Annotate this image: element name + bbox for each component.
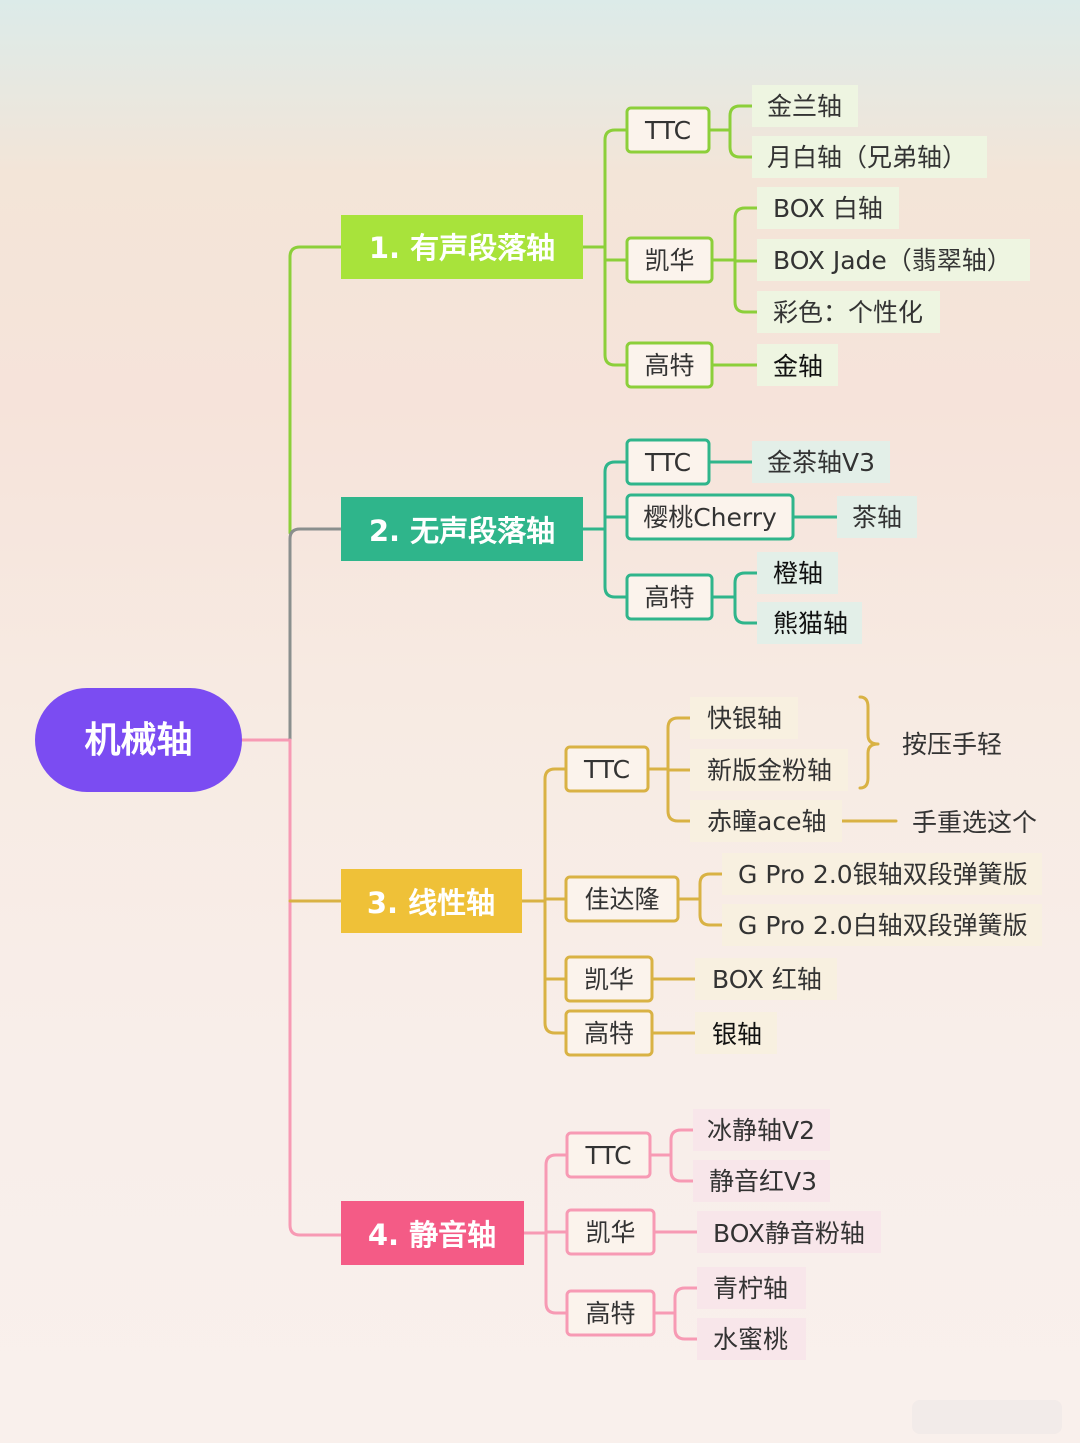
leaf-label: 新版金粉轴: [707, 756, 832, 785]
leaf-node: [757, 187, 899, 229]
leaf-node: [690, 749, 848, 791]
leaf-label: 金茶轴V3: [767, 448, 875, 477]
spine-branch1: [288, 245, 344, 535]
leaf-label: 银轴: [712, 1020, 762, 1049]
brand-node: [625, 236, 714, 284]
leaf-node: [752, 136, 987, 178]
leaf-label: BOX静音粉轴: [713, 1219, 865, 1248]
brand-node: [625, 438, 711, 486]
leaf-label: G Pro 2.0白轴双段弹簧版: [738, 911, 1028, 940]
brand-label: TTC: [644, 448, 691, 477]
leaf-label: 茶轴: [852, 503, 902, 532]
leaf-node: [690, 697, 798, 739]
leaf-node: [697, 1267, 806, 1309]
branch4-label: 4. 静音轴: [368, 1218, 496, 1252]
leaf-node: [695, 958, 837, 1000]
brand-label: 佳达隆: [584, 885, 659, 914]
leaf-node: [695, 1012, 777, 1054]
branch2-label: 2. 无声段落轴: [369, 514, 555, 548]
branch4-node: [341, 1201, 524, 1265]
leaf-node: [752, 441, 890, 483]
branch4-connectors: [522, 1128, 699, 1341]
root-label: 机械轴: [84, 720, 192, 761]
leaf-node: [693, 1160, 830, 1202]
leaf-label: BOX 红轴: [712, 965, 822, 994]
branch1-connectors: [581, 104, 759, 367]
note-label: 手重选这个: [912, 808, 1037, 837]
brand-label: TTC: [584, 1141, 631, 1170]
leaf-node: [837, 496, 917, 538]
leaf-label: 金兰轴: [767, 92, 842, 121]
leaf-label: BOX Jade（翡翠轴）: [773, 246, 1012, 275]
brand-label: TTC: [583, 755, 630, 784]
leaf-label: 月白轴（兄弟轴）: [767, 143, 967, 172]
leaf-node: [697, 1211, 881, 1253]
leaf-label: 静音红V3: [709, 1167, 817, 1196]
spine-branch2: [288, 527, 344, 742]
brand-node: [625, 573, 714, 621]
branch2-node: [341, 497, 583, 561]
leaf-node: [757, 344, 838, 386]
leaf-node: [757, 291, 940, 333]
brand-label: 凯华: [644, 246, 694, 275]
leaf-label: 青柠轴: [713, 1274, 788, 1303]
brand-node: [564, 875, 680, 923]
brand-node: [625, 493, 795, 541]
brand-label: 樱桃Cherry: [643, 503, 777, 532]
brand-node: [564, 955, 654, 1003]
leaf-label: 水蜜桃: [713, 1325, 788, 1354]
leaf-label: 熊猫轴: [773, 609, 848, 638]
watermark: [912, 1400, 1062, 1434]
leaf-label: BOX 白轴: [773, 194, 883, 223]
brand-label: 高特: [644, 583, 694, 612]
branch3-connectors: [520, 695, 898, 1035]
leaf-node: [752, 85, 858, 127]
brand-label: 凯华: [585, 1218, 635, 1247]
leaf-label: 赤瞳ace轴: [707, 807, 826, 836]
brand-node: [625, 341, 714, 389]
brand-label: 高特: [584, 1019, 634, 1048]
leaf-label: G Pro 2.0银轴双段弹簧版: [738, 860, 1028, 889]
leaf-label: 冰静轴V2: [707, 1116, 815, 1145]
leaf-node: [757, 552, 838, 594]
brand-node: [564, 745, 650, 793]
leaf-label: 快银轴: [707, 704, 782, 733]
brand-node: [565, 1208, 656, 1256]
leaf-node: [722, 904, 1042, 946]
branch3-label: 3. 线性轴: [367, 886, 495, 920]
brand-label: TTC: [644, 116, 691, 145]
brand-label: 凯华: [584, 965, 634, 994]
branch2-connectors: [581, 460, 839, 625]
branch1-label: 1. 有声段落轴: [369, 231, 555, 265]
leaf-node: [690, 800, 842, 842]
brand-node: [625, 106, 711, 154]
brand-node: [565, 1131, 652, 1179]
brand-node: [564, 1009, 654, 1057]
leaf-label: 橙轴: [773, 559, 823, 588]
root-node: [35, 688, 242, 792]
brand-node: [565, 1289, 656, 1337]
leaf-node: [757, 239, 1030, 281]
brand-label: 高特: [644, 351, 694, 380]
note-label: 按压手轻: [902, 730, 1002, 759]
leaf-label: 金轴: [773, 352, 823, 381]
leaf-node: [722, 853, 1042, 895]
branch1-node: [341, 215, 583, 279]
leaf-node: [693, 1109, 830, 1151]
brand-label: 高特: [585, 1299, 635, 1328]
leaf-label: 彩色：个性化: [773, 298, 923, 327]
spine-branch3: [288, 738, 344, 1237]
leaf-node: [697, 1318, 806, 1360]
leaf-node: [757, 602, 862, 644]
branch3-node: [341, 869, 522, 933]
